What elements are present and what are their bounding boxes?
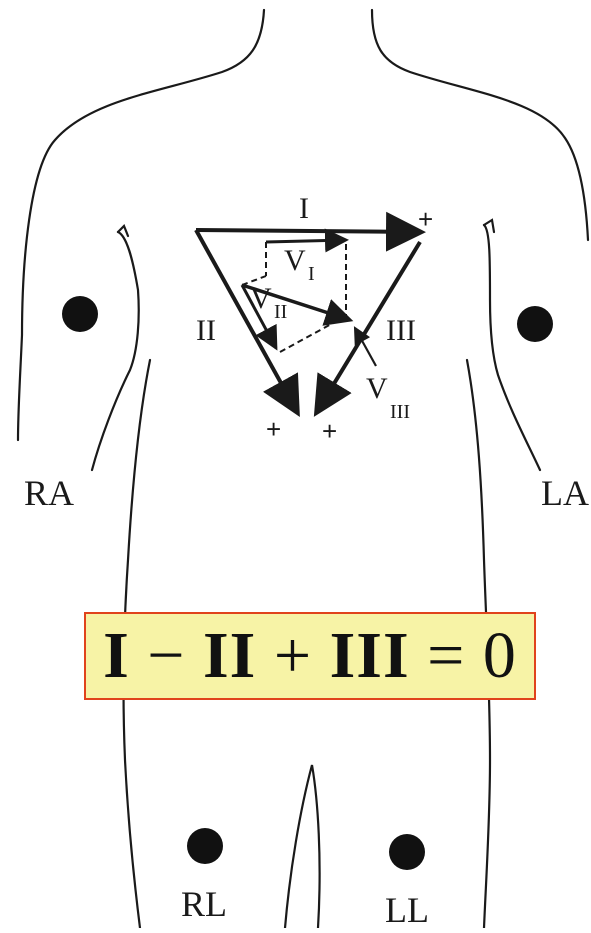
lead-1-label: I [299, 192, 309, 225]
lead-1-arrow [195, 211, 426, 252]
equation-term-3: III [329, 619, 410, 692]
lead-2-label: II [196, 314, 216, 347]
equation-zero: 0 [482, 619, 517, 692]
ra-electrode [62, 296, 98, 332]
v2-dashed-bottom [279, 315, 347, 353]
einthoven-equation: I − II + III = 0 [103, 618, 517, 694]
v3-pointer-line [353, 326, 377, 367]
body-outline [16, 8, 590, 930]
lead-2-arrow [194, 229, 300, 417]
v3-subscript: III [390, 401, 410, 423]
v2-dashed-top [241, 275, 267, 286]
equation-term-1: I [103, 619, 130, 692]
equation-term-2: II [203, 619, 257, 692]
lead-3-label: III [386, 314, 416, 347]
ll-electrode [389, 834, 425, 870]
projection-vectors [240, 228, 377, 367]
left-arm-inner [482, 223, 542, 472]
crotch-line [283, 764, 321, 930]
ll-label: LL [385, 890, 429, 928]
heart-vector-arrow [241, 283, 354, 326]
rl-electrode [187, 828, 223, 864]
v2-label: V [250, 282, 272, 315]
v3-label: V [366, 372, 388, 405]
right-arm-inner [90, 230, 140, 472]
left-neck-line [16, 8, 266, 442]
right-neck-line [370, 8, 590, 242]
plus-sign-lead2: + [266, 414, 281, 444]
equation-minus: − [129, 619, 203, 692]
equation-plus: + [256, 619, 330, 692]
v2-arrow [240, 284, 278, 351]
equation-box: I − II + III = 0 [84, 612, 536, 700]
equation-equals: = [409, 619, 483, 692]
v1-label: V [284, 244, 306, 277]
la-label: LA [541, 473, 589, 513]
plus-sign-la: + [418, 204, 433, 234]
rl-label: RL [181, 884, 227, 924]
la-electrode [517, 306, 553, 342]
ra-label: RA [24, 473, 74, 513]
electrodes [62, 296, 553, 870]
v1-subscript: I [308, 263, 315, 285]
v2-subscript: II [274, 301, 287, 323]
v1-arrow [265, 228, 349, 253]
left-arm-tick [482, 218, 496, 234]
plus-sign-lead3: + [322, 416, 337, 446]
einthoven-triangle [194, 211, 426, 417]
right-arm-tick [116, 224, 130, 238]
lead-3-arrow [313, 240, 422, 417]
